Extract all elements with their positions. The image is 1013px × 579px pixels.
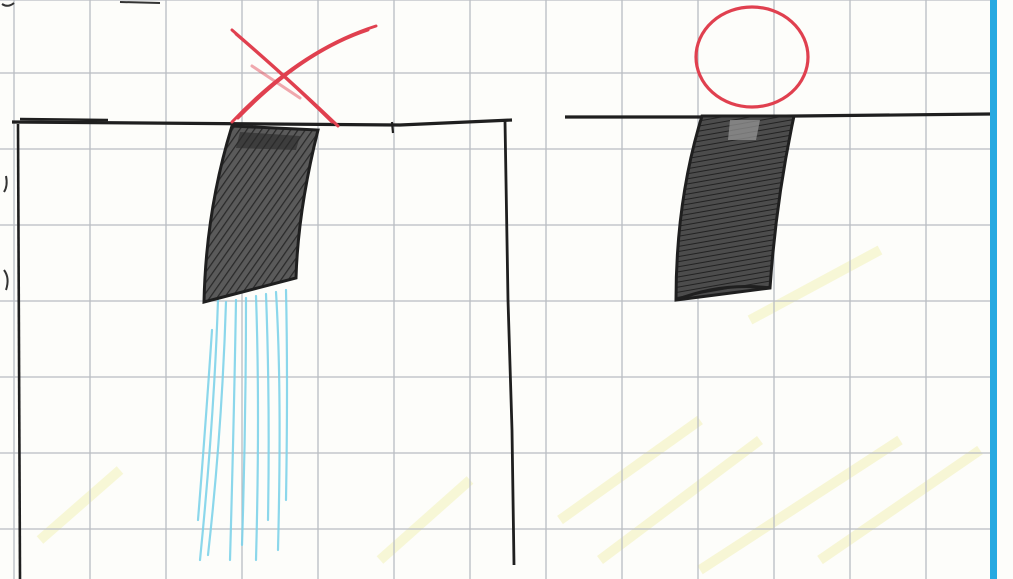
left-short-mark bbox=[20, 119, 108, 120]
left-tick-mark bbox=[392, 122, 393, 133]
right-tube-highlight bbox=[728, 120, 760, 140]
blue-margin-line bbox=[990, 0, 997, 579]
